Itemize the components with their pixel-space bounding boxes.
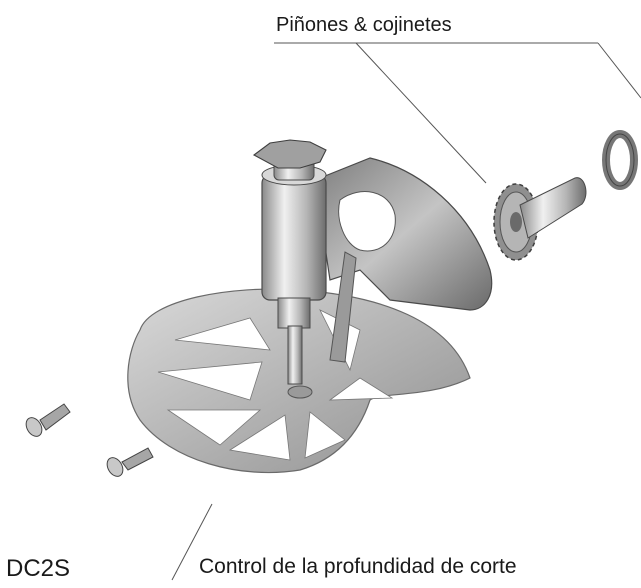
callout-pinions-bearings: Piñones & cojinetes bbox=[276, 14, 452, 36]
leader-bottom bbox=[171, 503, 213, 581]
pinion-gear bbox=[493, 177, 587, 261]
screw-upper bbox=[25, 403, 71, 437]
spindle-housing bbox=[252, 139, 327, 385]
model-code: DC2S bbox=[6, 555, 71, 582]
motor-bracket bbox=[314, 157, 493, 363]
screw-lower bbox=[106, 447, 154, 477]
leader-top-to-pinion bbox=[355, 42, 487, 184]
callout-depth-control: Control de la profundidad de corte bbox=[199, 555, 517, 578]
leader-top-to-washer bbox=[597, 42, 641, 99]
bearing-washer bbox=[602, 130, 638, 190]
leader-lines bbox=[171, 42, 641, 581]
